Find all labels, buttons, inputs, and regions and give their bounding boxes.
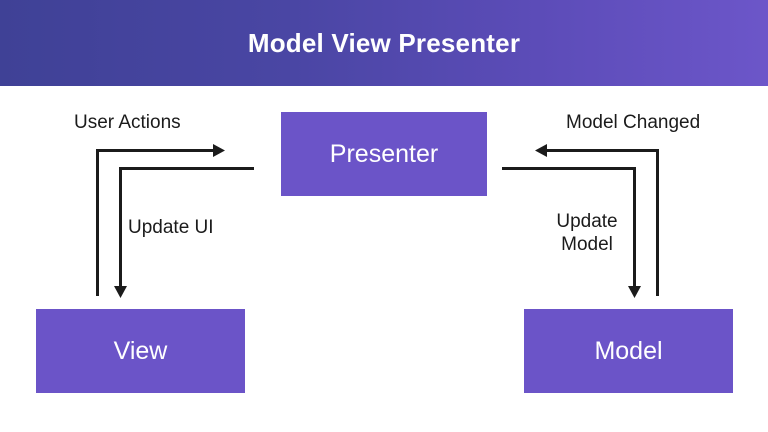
node-view[interactable]: View bbox=[36, 309, 245, 393]
edge-label-update-model: Update Model bbox=[556, 211, 618, 255]
page-title: Model View Presenter bbox=[247, 27, 521, 58]
arrowhead-down-icon bbox=[628, 286, 641, 298]
arrowhead-left-icon bbox=[535, 144, 547, 157]
node-model[interactable]: Model bbox=[524, 309, 733, 393]
edge-label-model-changed: Model Changed bbox=[566, 112, 701, 133]
header-bar bbox=[0, 0, 768, 86]
arrowhead-down-icon bbox=[114, 286, 127, 298]
node-presenter[interactable]: Presenter bbox=[281, 112, 487, 196]
edge-label-user-actions: User Actions bbox=[74, 112, 181, 133]
arrowhead-right-icon bbox=[213, 144, 225, 157]
edge-label-update-ui: Update UI bbox=[128, 217, 214, 238]
